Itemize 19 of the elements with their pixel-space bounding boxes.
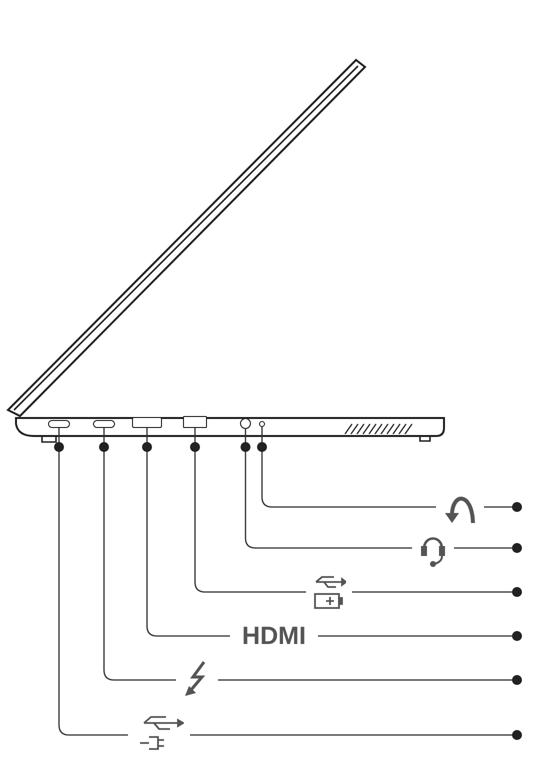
leader-line xyxy=(190,730,522,740)
leader-line xyxy=(454,543,522,553)
leader-line xyxy=(318,631,522,641)
leader-line xyxy=(257,427,436,508)
port-label: HDMI xyxy=(236,623,312,649)
leader-line xyxy=(352,587,522,597)
leader-line xyxy=(142,428,230,637)
leader-line xyxy=(218,675,522,685)
leader-line xyxy=(190,428,306,593)
reset-hole xyxy=(259,421,265,427)
usb-c-port xyxy=(48,420,70,428)
audio-jack xyxy=(240,418,251,429)
hdmi-port xyxy=(132,417,162,428)
leader-line xyxy=(240,429,412,549)
leader-line xyxy=(54,428,128,736)
usb-c-port xyxy=(93,420,115,428)
usb-a-port xyxy=(183,416,207,428)
leader-line xyxy=(484,502,522,512)
leader-line xyxy=(99,428,176,681)
